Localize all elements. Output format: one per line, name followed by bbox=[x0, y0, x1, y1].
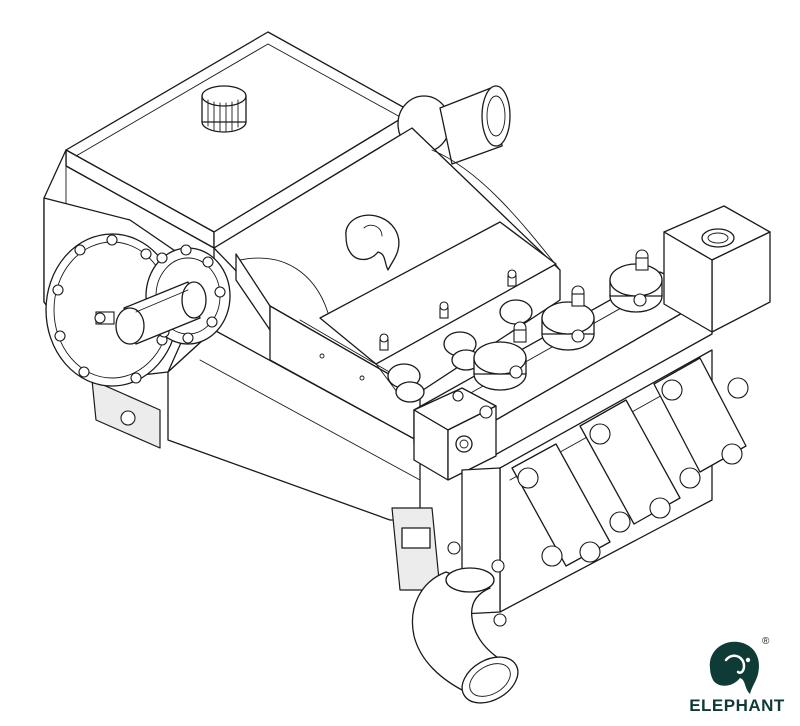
discharge-block bbox=[663, 205, 771, 333]
elephant-head-icon bbox=[709, 641, 760, 694]
input-shaft bbox=[94, 281, 207, 345]
valve-cap-3 bbox=[609, 249, 663, 313]
grease-fittings bbox=[379, 269, 517, 351]
front-clamp-block bbox=[413, 387, 497, 481]
brand-name: ELEPHANT bbox=[689, 696, 785, 715]
clamp-bars bbox=[511, 357, 749, 567]
embossed-elephant-logo bbox=[345, 214, 400, 271]
valve-caps bbox=[473, 249, 663, 391]
flange-bolts bbox=[156, 244, 226, 344]
clamp-bar-3 bbox=[653, 357, 749, 489]
brand-mark: ® ELEPHANT bbox=[676, 636, 798, 720]
inlet-elbow bbox=[411, 541, 519, 704]
clamp-bar-2 bbox=[579, 399, 681, 533]
valve-cap-2 bbox=[541, 285, 595, 351]
registered-mark: ® bbox=[762, 636, 770, 647]
crankcase-top-cover bbox=[65, 31, 413, 249]
valve-cap-1 bbox=[473, 321, 527, 391]
clamp-bar-1 bbox=[511, 443, 611, 567]
oil-filler-cap bbox=[201, 85, 247, 133]
